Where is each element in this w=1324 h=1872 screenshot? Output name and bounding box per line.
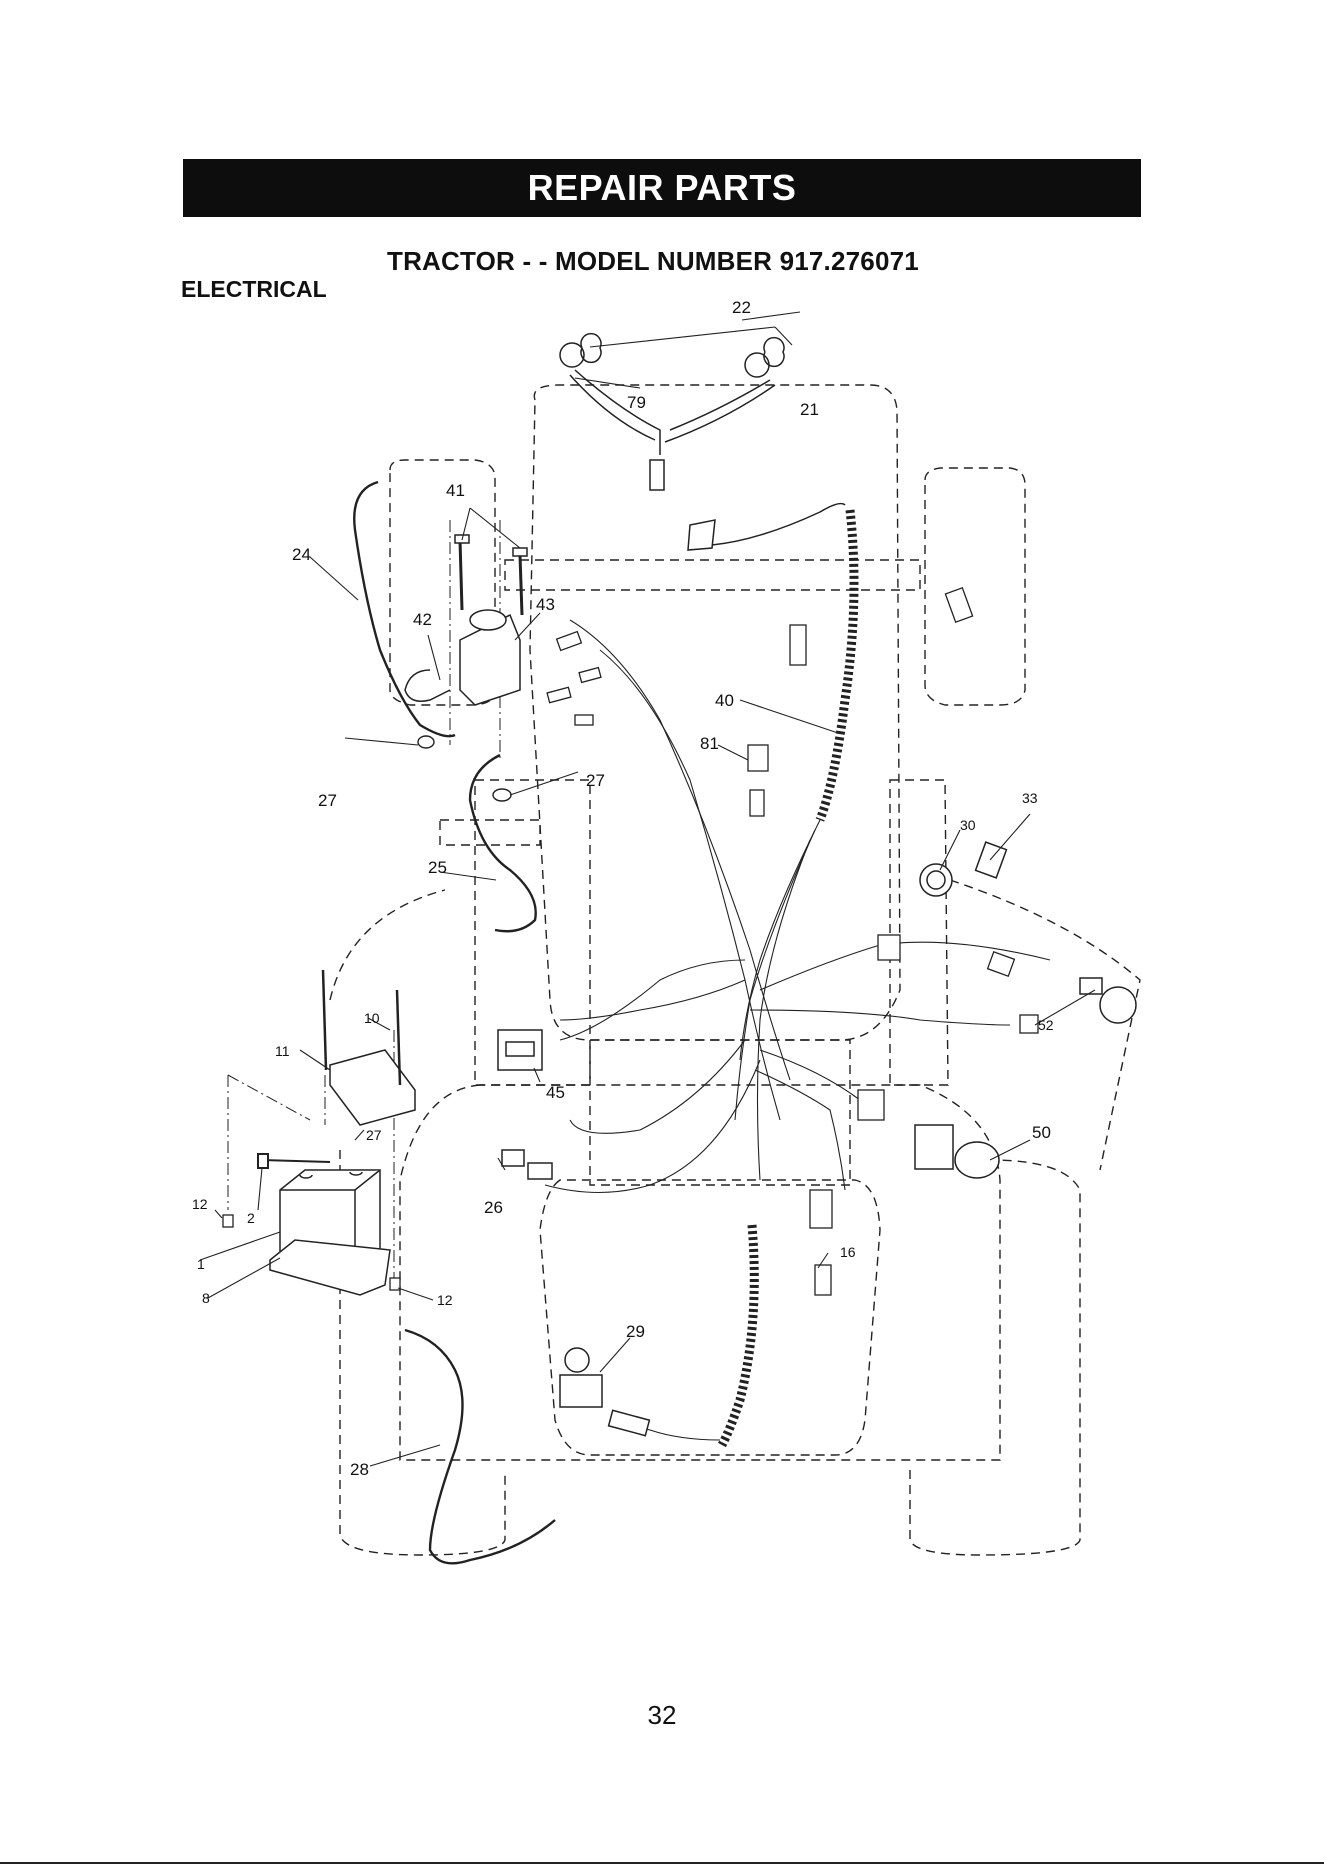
callout-2: 2: [247, 1210, 255, 1226]
callout-16: 16: [840, 1244, 856, 1260]
battery-bolt: [258, 1154, 330, 1168]
callout-33: 33: [1022, 790, 1038, 806]
seat-switch: [976, 842, 1007, 878]
callout-27-right: 27: [586, 771, 605, 790]
hex-nuts: [418, 736, 511, 801]
leader-lines: [200, 312, 1095, 1466]
callout-11: 11: [275, 1043, 290, 1059]
battery-tray: [270, 1240, 390, 1295]
callout-25: 25: [428, 858, 447, 877]
callout-52: 52: [1038, 1017, 1054, 1033]
callout-41: 41: [446, 481, 465, 500]
lamp-bulb: [1080, 978, 1136, 1023]
callout-8: 8: [202, 1290, 210, 1306]
headlight-harness: [560, 334, 845, 550]
callout-42: 42: [413, 610, 432, 629]
callout-50: 50: [1032, 1123, 1051, 1142]
callout-1: 1: [197, 1256, 205, 1272]
callout-21: 21: [800, 400, 819, 419]
callout-28: 28: [350, 1460, 369, 1479]
ignition-switch: [920, 864, 952, 896]
battery-hold-down: [323, 970, 415, 1125]
headlight-switch: [915, 1125, 999, 1178]
harness-coil-upper: [820, 510, 854, 820]
battery-cable-lower: [405, 1330, 555, 1563]
callout-79: 79: [627, 393, 646, 412]
tractor-outline: [330, 385, 1140, 1555]
main-wire-bundle: [545, 620, 1050, 1440]
fuse: [502, 1150, 552, 1179]
callout-27-battery: 27: [366, 1127, 382, 1143]
callout-81: 81: [700, 734, 719, 753]
harness-coil-lower: [722, 1225, 754, 1445]
callout-22: 22: [732, 298, 751, 317]
page-number: 32: [0, 1700, 1324, 1731]
callout-27-left: 27: [318, 791, 337, 810]
callout-24: 24: [292, 545, 311, 564]
callout-12-left: 12: [192, 1196, 208, 1212]
bottom-rule: [0, 1862, 1324, 1864]
callout-26: 26: [484, 1198, 503, 1217]
callout-45: 45: [546, 1083, 565, 1102]
callout-43: 43: [536, 595, 555, 614]
callout-29: 29: [626, 1322, 645, 1341]
hour-meter: [498, 1030, 542, 1070]
callout-12-right: 12: [437, 1292, 453, 1308]
callout-30: 30: [960, 817, 976, 833]
fuel-solenoid: [560, 1348, 649, 1436]
callout-10: 10: [364, 1010, 380, 1026]
callout-40: 40: [715, 691, 734, 710]
wire-connectors: [547, 588, 1038, 1295]
